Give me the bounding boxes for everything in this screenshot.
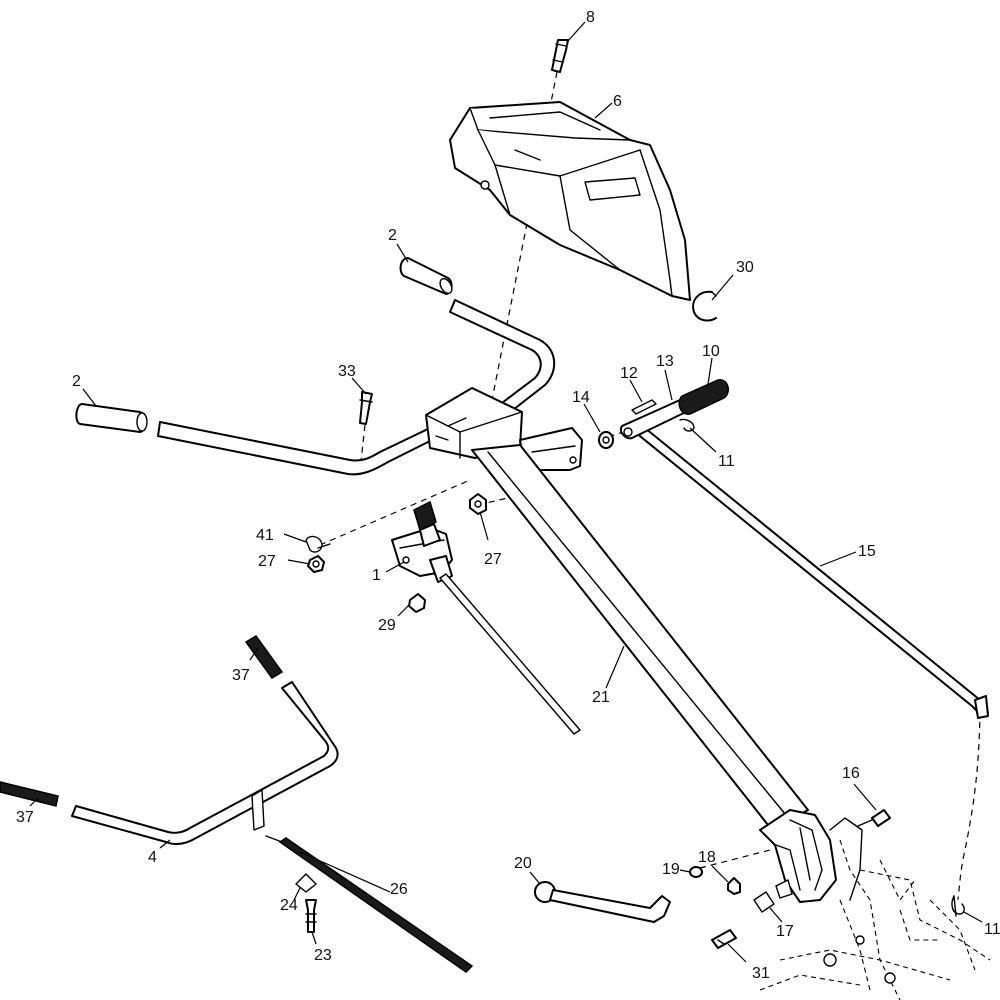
callout-4: 4 [148, 849, 157, 866]
part-19-washer [689, 866, 703, 878]
callout-2-left: 2 [72, 373, 81, 390]
callout-37-upper: 37 [232, 667, 250, 684]
callout-14: 14 [572, 389, 590, 406]
part-8-pin [551, 39, 569, 73]
part-37-grip-left [0, 781, 59, 807]
callout-23: 23 [314, 947, 332, 964]
callout-1: 1 [372, 567, 381, 584]
part-4-lower-handle [71, 681, 339, 846]
callout-21: 21 [592, 689, 610, 706]
callout-33: 33 [338, 363, 356, 380]
part-17-clips [753, 879, 793, 913]
part-13-lever [620, 399, 691, 440]
callout-27-right: 27 [484, 551, 502, 568]
machine-frame-outline [759, 817, 991, 1000]
part-41-clip [305, 535, 331, 553]
callout-6: 6 [613, 93, 622, 110]
part-10-lever-grip [678, 379, 729, 415]
part-14-bushing [598, 431, 614, 449]
part-21-handle-tube [471, 444, 809, 831]
callout-17: 17 [776, 923, 794, 940]
callout-29: 29 [378, 617, 396, 634]
callout-11-lower: 11 [984, 921, 1000, 938]
callout-10: 10 [702, 343, 720, 360]
callout-13: 13 [656, 353, 674, 370]
leader-lines [29, 21, 983, 963]
callout-37-left: 37 [16, 809, 34, 826]
part-2-upper-grip [399, 257, 453, 295]
callout-24: 24 [280, 897, 298, 914]
callout-19: 19 [662, 861, 680, 878]
part-23-bolt [305, 899, 317, 933]
callout-20: 20 [514, 855, 532, 872]
part-27-nut-right [469, 493, 487, 515]
part-24-clip [295, 873, 317, 893]
callout-12: 12 [620, 365, 638, 382]
part-11-clip-lower [951, 895, 965, 917]
callout-26: 26 [390, 881, 408, 898]
part-27-nut-left [307, 555, 325, 573]
part-31-bolt [711, 929, 737, 949]
part-16-bolt [857, 809, 891, 827]
part-33-bolt [359, 391, 373, 425]
part-2-left-grip [75, 403, 148, 433]
callout-2-upper: 2 [388, 227, 397, 244]
callout-27-left: 27 [258, 553, 276, 570]
part-1-control-bracket [391, 500, 453, 583]
callout-15: 15 [858, 543, 876, 560]
part-18-nut [727, 877, 741, 895]
part-12-pin [631, 399, 657, 415]
callout-11-upper: 11 [718, 453, 735, 470]
part-29-nut [408, 593, 426, 613]
callouts: 8 6 2 30 2 33 10 13 12 14 11 41 27 27 1 … [16, 9, 1000, 982]
part-37-grip-upper [244, 635, 284, 679]
lower-pivot-bracket [759, 809, 837, 903]
part-30-clip [692, 290, 717, 322]
callout-41: 41 [256, 527, 274, 544]
callout-16: 16 [842, 765, 860, 782]
part-26-rod [265, 835, 474, 973]
part-20-shift-lever [534, 881, 671, 923]
control-link-rod [439, 573, 581, 735]
part-6-console-cover [449, 101, 691, 301]
callout-18: 18 [698, 849, 716, 866]
callout-30: 30 [736, 259, 754, 276]
callout-31: 31 [752, 965, 770, 982]
callout-8: 8 [586, 9, 595, 26]
